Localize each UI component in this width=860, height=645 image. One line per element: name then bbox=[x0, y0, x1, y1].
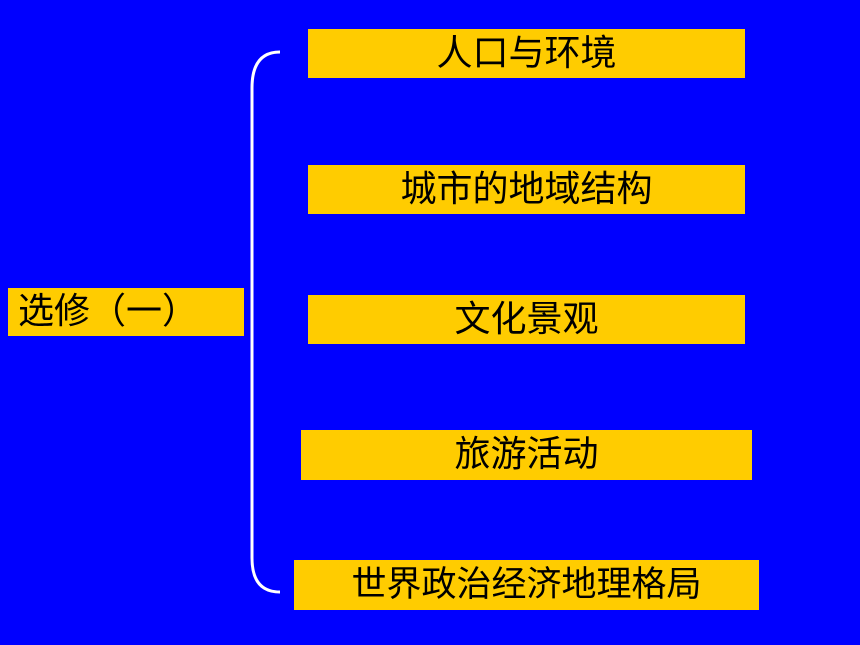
topic-box-urban-structure: 城市的地域结构 bbox=[308, 165, 745, 214]
topic-box-population-environment: 人口与环境 bbox=[308, 29, 745, 78]
root-topic-box: 选修（一） bbox=[8, 288, 244, 336]
bracket-line bbox=[250, 50, 281, 594]
topic-box-tourism: 旅游活动 bbox=[301, 430, 752, 480]
topic-label: 世界政治经济地理格局 bbox=[351, 564, 702, 605]
root-topic-label: 选修（一） bbox=[18, 291, 199, 332]
topic-label: 文化景观 bbox=[454, 298, 599, 340]
topic-label: 城市的地域结构 bbox=[400, 168, 653, 210]
topic-label: 人口与环境 bbox=[436, 32, 617, 74]
topic-box-cultural-landscape: 文化景观 bbox=[308, 295, 745, 344]
topic-box-world-political-economic-geography: 世界政治经济地理格局 bbox=[294, 560, 759, 610]
topic-label: 旅游活动 bbox=[454, 434, 599, 475]
